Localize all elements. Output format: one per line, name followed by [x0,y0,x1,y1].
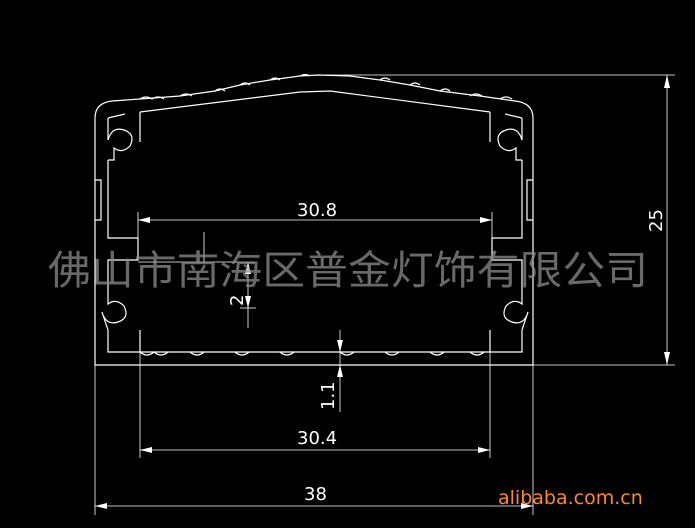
screw-channel-top-right [497,128,523,161]
dim-overall-width-label: 38 [304,484,327,505]
site-credit: alibaba.com.cn [498,487,643,509]
company-watermark: 佛山市南海区普金灯饰有限公司 [48,248,648,294]
dim-overall-width [94,365,534,515]
dim-inner-top-label: 30.8 [297,200,337,221]
dim-inner-bottom [139,352,491,458]
screw-channel-top-left [107,128,133,161]
dim-inner-bottom-label: 30.4 [297,428,337,449]
profile-top-ribs [139,73,513,100]
profile-bottom-ribs [139,351,485,356]
side-grooves [95,179,533,221]
dim-bottom-thickness [337,330,343,412]
dim-slot [138,232,256,328]
dim-inner-top [137,212,493,240]
dim-slot-label: 2 [227,295,248,306]
screw-channel-bottom-right [503,292,529,331]
dim-overall-height [325,74,675,366]
dim-overall-height-label: 25 [646,209,667,232]
screw-channel-bottom-left [101,292,127,331]
dim-bottom-thickness-label: 1.1 [318,381,339,410]
profile-inner-outline [107,90,523,353]
profile-outer-outline [94,74,534,366]
